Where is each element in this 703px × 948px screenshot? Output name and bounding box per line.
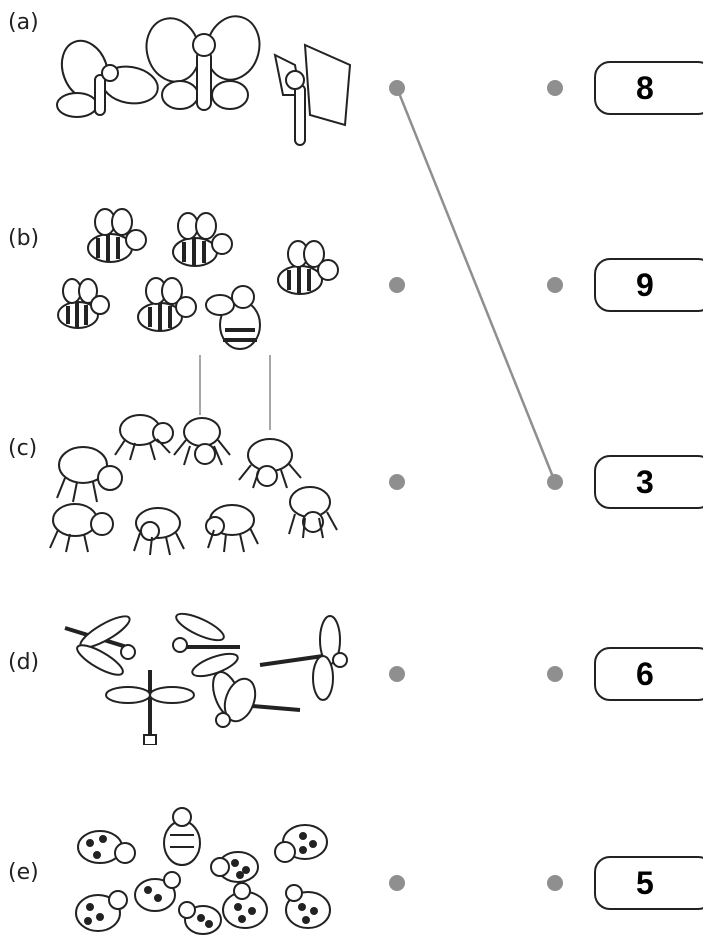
right-dot-3[interactable] <box>547 474 563 490</box>
ladybug-icon <box>285 884 331 929</box>
bee-icon <box>172 212 233 267</box>
left-dot-a[interactable] <box>389 80 405 96</box>
spider-icon <box>114 414 174 461</box>
spider-icon <box>205 504 259 553</box>
ladybug-icon <box>222 882 268 929</box>
match-line <box>395 87 557 483</box>
right-dot-4[interactable] <box>547 666 563 682</box>
bee-icon <box>277 240 339 295</box>
left-dot-c[interactable] <box>389 474 405 490</box>
number-value: 9 <box>636 266 654 303</box>
dragonfly-icon <box>105 670 195 745</box>
dragonfly-icon <box>259 615 348 701</box>
ladybug-group <box>75 807 331 935</box>
butterfly-icon <box>56 39 159 118</box>
dragonfly-icon <box>172 612 240 678</box>
number-box-3[interactable]: 3 <box>594 455 703 509</box>
spider-icon <box>49 503 114 553</box>
bee-icon <box>57 278 110 329</box>
right-dot-2[interactable] <box>547 277 563 293</box>
dragonfly-group <box>64 612 348 745</box>
left-dot-d[interactable] <box>389 666 405 682</box>
dragonfly-icon <box>64 615 136 676</box>
spider-icon <box>288 486 338 539</box>
number-box-2[interactable]: 9 <box>594 258 703 312</box>
bee-icon <box>137 277 197 332</box>
spider-group <box>49 355 338 556</box>
ladybug-icon <box>134 871 181 912</box>
number-value: 8 <box>636 69 654 106</box>
bee-group <box>57 208 339 350</box>
number-box-4[interactable]: 6 <box>594 647 703 701</box>
left-dot-b[interactable] <box>389 277 405 293</box>
butterfly-icon <box>273 43 352 146</box>
number-value: 3 <box>636 463 654 500</box>
bee-icon <box>205 285 261 350</box>
bee-icon <box>87 208 147 263</box>
number-value: 5 <box>636 864 654 901</box>
spider-icon <box>56 446 123 503</box>
spider-icon <box>238 438 302 489</box>
right-dot-5[interactable] <box>547 875 563 891</box>
dragonfly-icon <box>212 671 301 728</box>
number-box-1[interactable]: 8 <box>594 61 703 115</box>
left-dot-e[interactable] <box>389 875 405 891</box>
butterfly-group <box>56 15 352 146</box>
butterfly-icon <box>145 15 261 111</box>
ladybug-icon <box>77 830 136 864</box>
row-label-b: (b) <box>8 226 40 251</box>
ladybug-icon <box>274 824 328 863</box>
ladybug-icon <box>163 807 201 866</box>
ladybug-icon <box>75 890 128 932</box>
row-label-c: (c) <box>8 436 38 461</box>
row-label-a: (a) <box>8 10 39 35</box>
number-box-5[interactable]: 5 <box>594 856 703 910</box>
ladybug-icon <box>210 851 259 883</box>
number-value: 6 <box>636 655 654 692</box>
spider-icon <box>173 417 231 466</box>
row-label-e: (e) <box>8 860 39 885</box>
right-dot-1[interactable] <box>547 80 563 96</box>
spider-icon <box>133 507 185 556</box>
ladybug-icon <box>178 901 222 935</box>
row-label-d: (d) <box>8 650 40 675</box>
